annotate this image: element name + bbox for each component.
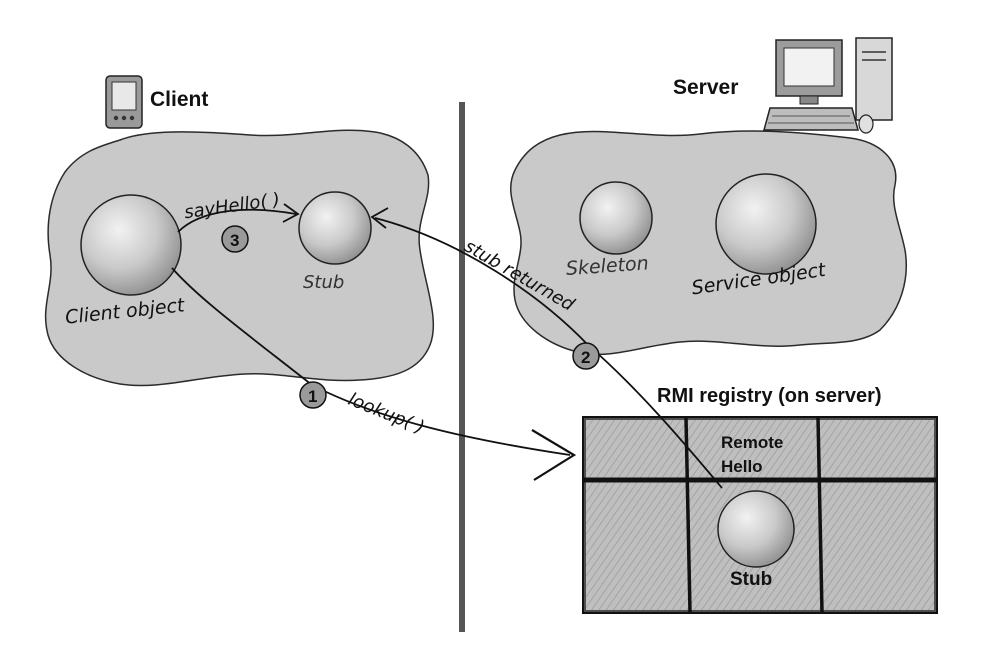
lookup-arrowhead [531,429,577,481]
skeleton-sphere [579,181,653,255]
registry-stub-label: Stub [730,569,772,590]
svg-text:1: 1 [308,387,317,406]
remote-hello-line1: Remote [721,433,783,452]
client-object-sphere [80,194,182,296]
remote-hello-line2: Hello [721,457,763,476]
say-hello-arrowhead [282,203,300,223]
svg-text:3: 3 [230,231,239,250]
rmi-registry-box [582,416,938,614]
server-blob [509,130,907,356]
registry-stub-sphere [717,490,795,568]
desktop-computer-icon [763,37,893,134]
client-stub-sphere [298,191,372,265]
server-label: Server [673,76,738,99]
svg-text:2: 2 [581,348,590,367]
step-1-marker: 1 [299,381,327,409]
lookup-label: lookup( ) [345,389,427,438]
step-3-marker: 3 [221,225,249,253]
pda-icon [105,75,143,129]
service-object-sphere [715,173,817,275]
say-hello-arrow [177,208,297,233]
client-stub-label: Stub [303,272,344,293]
registry-title: RMI registry (on server) [657,385,882,407]
client-label: Client [150,88,208,111]
stub-returned-arrowhead [370,207,389,229]
step-2-marker: 2 [572,342,600,370]
